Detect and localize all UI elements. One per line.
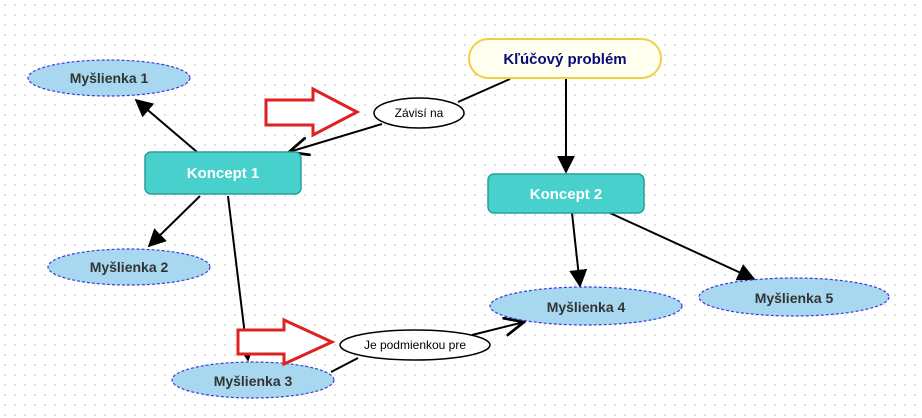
thought-3-label: Myšlienka 3 <box>214 373 293 389</box>
node-thought-3[interactable]: Myšlienka 3 <box>171 361 335 399</box>
edges <box>134 78 756 373</box>
thought-5-label: Myšlienka 5 <box>755 290 834 306</box>
red-arrow-outline-icon <box>236 317 336 367</box>
red-arrow-outline-icon <box>264 86 361 138</box>
edge-concept2-to-thought5[interactable] <box>609 212 756 281</box>
thought-2-label: Myšlienka 2 <box>90 259 169 275</box>
edge-concept1-to-thought2[interactable] <box>147 195 201 248</box>
node-thought-1[interactable]: Myšlienka 1 <box>27 59 191 97</box>
edge-condition-label-to-thought4[interactable] <box>471 322 524 335</box>
edge-concept1-to-thought1[interactable] <box>134 98 198 153</box>
edge-key-to-depends-label[interactable] <box>457 78 511 103</box>
depends-on-text: Závisí na <box>395 106 444 120</box>
edge-thought3-to-condition-label[interactable] <box>330 357 359 373</box>
link-label-is-condition-for[interactable]: Je podmienkou pre <box>339 329 491 361</box>
node-thought-4[interactable]: Myšlienka 4 <box>489 286 683 326</box>
node-key-problem[interactable]: Kľúčový problém <box>468 38 662 79</box>
node-concept-1[interactable]: Koncept 1 <box>144 151 302 195</box>
edge-concept2-to-thought4[interactable] <box>569 212 588 288</box>
node-concept-2[interactable]: Koncept 2 <box>487 173 645 214</box>
node-thought-5[interactable]: Myšlienka 5 <box>698 277 890 317</box>
is-condition-for-text: Je podmienkou pre <box>364 338 466 352</box>
link-label-depends-on[interactable]: Závisí na <box>373 97 465 129</box>
node-thought-2[interactable]: Myšlienka 2 <box>47 248 211 286</box>
thought-1-label: Myšlienka 1 <box>70 70 149 86</box>
concept-1-label: Koncept 1 <box>187 165 260 182</box>
thought-4-label: Myšlienka 4 <box>547 299 626 315</box>
key-problem-label: Kľúčový problém <box>503 51 626 68</box>
concept-2-label: Koncept 2 <box>530 186 603 203</box>
edge-depends-label-to-concept1[interactable] <box>289 123 383 152</box>
